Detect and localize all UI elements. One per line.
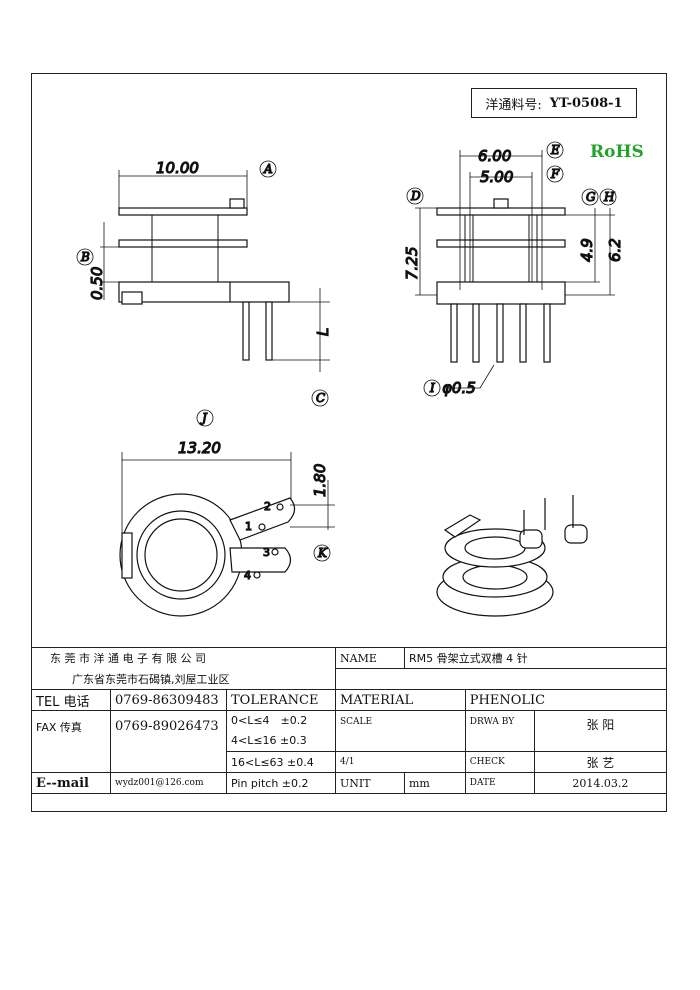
unit-label: UNIT: [335, 772, 405, 794]
check-value: 张 艺: [533, 751, 668, 773]
callout-a: A: [263, 162, 273, 176]
email-value: wydz001@126.com: [110, 772, 227, 794]
part-number-value: YT-0508-1: [549, 95, 623, 111]
email-label: E--mail: [31, 772, 111, 794]
dim-c-value: L: [314, 328, 332, 336]
pin-label-4: 4: [244, 569, 251, 582]
pin-label-1: 1: [245, 520, 252, 533]
callout-g: G: [586, 190, 596, 204]
company-address: 广东省东莞市石碣镇,刘屋工业区: [31, 668, 336, 690]
callout-k: K: [317, 546, 328, 560]
check-label: CHECK: [464, 751, 535, 773]
callout-markers: [76, 141, 617, 562]
name-value: RM5 骨架立式双槽 4 针: [404, 647, 667, 669]
dim-a-value: 10.00: [156, 159, 199, 177]
material-value: PHENOLIC: [464, 689, 668, 711]
name-label: NAME: [335, 647, 405, 669]
drawby-value: 张 阳: [533, 710, 668, 752]
dim-h-value: 6.2: [606, 238, 624, 262]
dim-g-value: 4.9: [578, 238, 596, 262]
callout-h: H: [603, 190, 615, 204]
front-view: [100, 170, 330, 372]
title-block: 东 莞 市 洋 通 电 子 有 限 公 司 NAME RM5 骨架立式双槽 4 …: [31, 647, 668, 794]
tolerance-label: TOLERANCE: [226, 689, 336, 711]
dim-i-value: φ0.5: [442, 379, 476, 397]
tolerance-range-3: 16<L≤63 ±0.4: [226, 751, 336, 773]
callout-j: J: [199, 411, 208, 425]
tolerance-pin-pitch: Pin pitch ±0.2: [226, 772, 336, 794]
dim-b-value: 0.50: [88, 267, 106, 300]
material-label: MATERIAL: [335, 689, 466, 711]
callout-c: C: [316, 391, 325, 405]
date-label: DATE: [464, 772, 535, 794]
scale-value: 4/1: [335, 751, 466, 773]
rohs-mark: RoHS: [590, 142, 644, 162]
callout-i: I: [429, 381, 435, 395]
date-value: 2014.03.2: [533, 772, 668, 794]
tolerance-range-1: 0<L≤4 ±0.2: [231, 714, 308, 727]
scale-label: SCALE: [335, 710, 466, 752]
dim-k-value: 1.80: [311, 464, 329, 497]
company-name: 东 莞 市 洋 通 电 子 有 限 公 司: [31, 647, 336, 669]
fax-label: FAX 传真: [31, 710, 111, 773]
part-number-box: 洋通料号: YT-0508-1: [471, 88, 637, 118]
callout-e: E: [550, 143, 560, 157]
unit-value: mm: [404, 772, 466, 794]
callout-f: F: [550, 167, 560, 181]
drawing-frame: [31, 73, 667, 812]
callout-b: B: [80, 250, 90, 264]
bottom-view: [119, 452, 335, 617]
fax-value: 0769-89026473: [110, 710, 227, 773]
dim-d-value: 7.25: [403, 247, 421, 280]
callout-d: D: [410, 189, 421, 203]
dim-j-value: 13.20: [178, 439, 221, 457]
dim-e-value: 6.00: [478, 147, 511, 165]
side-view: [415, 150, 615, 389]
dim-f-value: 5.00: [480, 168, 513, 186]
drawby-label: DRWA BY: [464, 710, 535, 752]
part-number-label: 洋通料号:: [485, 97, 542, 113]
isometric-view: [436, 495, 588, 617]
tel-label: TEL 电话: [31, 689, 111, 711]
tel-value: 0769-86309483: [110, 689, 227, 711]
pin-label-2: 2: [264, 500, 271, 513]
tolerance-range-2: 4<L≤16 ±0.3: [231, 734, 307, 747]
pin-label-3: 3: [263, 546, 270, 559]
